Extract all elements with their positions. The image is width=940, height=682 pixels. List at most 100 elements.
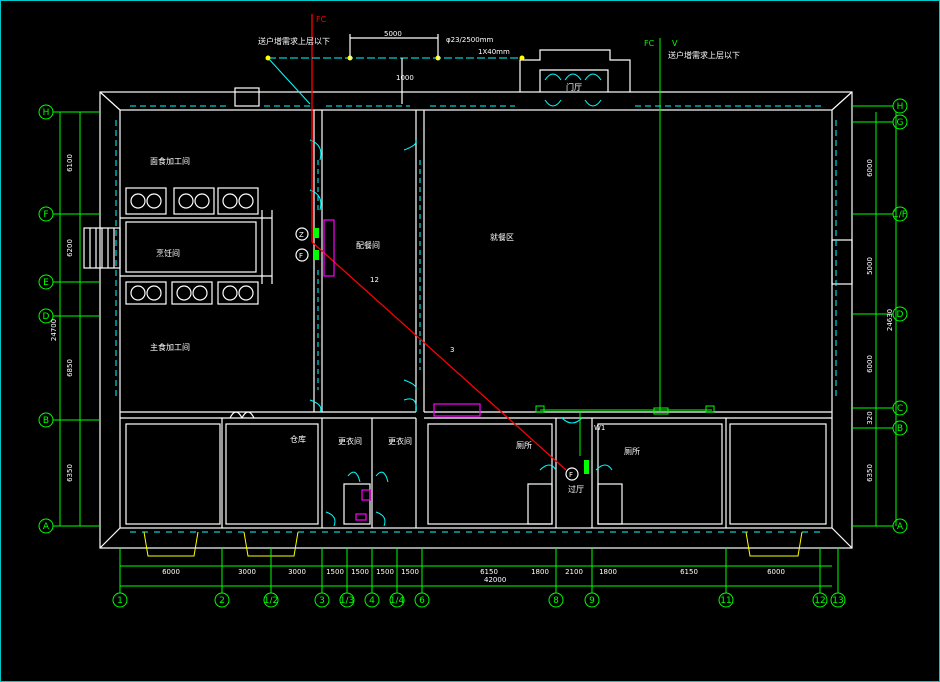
dim-left-0: 6100: [66, 154, 74, 172]
svg-text:C: C: [897, 404, 903, 414]
axis-bottom-1-0: 1: [112, 592, 128, 608]
axis-left-B: B: [38, 412, 54, 428]
meter-a: Z: [299, 231, 304, 239]
meter-b: F: [299, 252, 303, 260]
dimension-lines: [59, 112, 897, 587]
axis-left-E: E: [38, 274, 54, 290]
room-cooking: 烹饪间: [156, 248, 180, 258]
dim-right-4: 320: [866, 411, 874, 424]
dim-left-4: 6350: [66, 464, 74, 482]
dim-bottom-11: 6150: [680, 568, 698, 576]
room-change-1: 更衣间: [338, 436, 362, 446]
svg-text:4: 4: [369, 596, 375, 606]
axis-bottom-11-10: 11: [718, 592, 734, 608]
appliances: [314, 219, 589, 521]
pipe-size: φ23/2500mm: [446, 36, 494, 44]
svg-text:D: D: [897, 310, 904, 320]
dim-bottom-4: 1500: [351, 568, 369, 576]
w1-label: W1: [594, 424, 605, 432]
svg-text:11: 11: [720, 596, 731, 606]
room-dining: 就餐区: [490, 232, 514, 242]
dim-right-5: 6350: [866, 464, 874, 482]
dim-bottom-2: 3000: [288, 568, 306, 576]
room-storage: 仓库: [290, 434, 306, 444]
axis-bottom-1-4-6: 1/4: [389, 592, 405, 608]
axis-left-F: F: [38, 206, 54, 222]
dim-bottom-7: 6150: [480, 568, 498, 576]
dim-bottom-6: 1500: [401, 568, 419, 576]
axis-bottom-9-9: 9: [584, 592, 600, 608]
room-toilet-2: 厕所: [624, 446, 640, 456]
outer-walls: [99, 91, 853, 549]
svg-text:F: F: [43, 210, 48, 220]
axis-right-A-6: A: [892, 518, 908, 534]
svg-text:H: H: [897, 102, 904, 112]
dim-5000: 5000: [384, 30, 402, 38]
dim-bottom-1: 3000: [238, 568, 256, 576]
axis-right-B-5: B: [892, 420, 908, 436]
gas-pipe: [311, 14, 567, 471]
room-prep: 配餐间: [356, 241, 380, 250]
room-corridor: 过厅: [568, 484, 584, 494]
dim-left-1: 6200: [66, 239, 74, 257]
pipe-size-2: 1X40mm: [478, 48, 510, 56]
pipe-mark-2: 3: [450, 346, 454, 354]
axis-bottom-8-8: 8: [548, 592, 564, 608]
dim-bottom-5: 1500: [376, 568, 394, 576]
svg-text:A: A: [897, 522, 904, 532]
dim-left-3: 6850: [66, 359, 74, 377]
supply-line: [535, 38, 715, 456]
svg-text:9: 9: [589, 596, 595, 606]
dim-bottom-0: 6000: [162, 568, 180, 576]
dim-right-1: 5000: [866, 257, 874, 275]
axis-bottom-12-11: 12: [812, 592, 828, 608]
svg-text:A: A: [43, 522, 50, 532]
axis-right-H-0: H: [892, 98, 908, 114]
axis-bottom-1-2-2: 1/2: [263, 592, 279, 608]
meter-c: F: [569, 471, 573, 479]
axis-bottom-3-3: 3: [314, 592, 330, 608]
room-entry: 门厅: [566, 82, 582, 92]
room-staple: 主食加工间: [150, 342, 190, 352]
axis-bottom-2-1: 2: [214, 592, 230, 608]
axis-bottom-6-7: 6: [414, 592, 430, 608]
svg-text:B: B: [43, 416, 49, 426]
room-change-2: 更衣间: [388, 436, 412, 446]
axis-left-H: H: [38, 104, 54, 120]
dim-total: 42000: [484, 576, 506, 584]
fc-right: FC: [644, 39, 655, 48]
dim-bottom-9: 2100: [565, 568, 583, 576]
dim-left-2: 24700: [50, 319, 58, 341]
svg-text:6: 6: [419, 596, 425, 606]
axis-bottom-4-5: 4: [364, 592, 380, 608]
dim-right-2: 24630: [886, 309, 894, 331]
svg-text:12: 12: [814, 596, 825, 606]
svg-text:3: 3: [319, 596, 325, 606]
dim-bottom-10: 1800: [599, 568, 617, 576]
svg-text:D: D: [43, 312, 50, 322]
axis-right-G-1: G: [892, 114, 908, 130]
svg-text:G: G: [897, 118, 904, 128]
axis-right-D-3: D: [892, 306, 908, 322]
svg-text:8: 8: [553, 596, 559, 606]
dim-right-3: 6000: [866, 355, 874, 373]
dim-bottom-3: 1500: [326, 568, 344, 576]
svg-text:1/F: 1/F: [893, 210, 907, 220]
left-stair: [83, 227, 121, 269]
entrance-steps: [143, 531, 803, 557]
kitchen-equipment: [125, 187, 259, 305]
doors: [229, 139, 613, 527]
svg-text:2: 2: [219, 596, 225, 606]
entrance-hall: [234, 49, 631, 107]
svg-text:1: 1: [117, 596, 123, 606]
svg-text:1/4: 1/4: [390, 596, 405, 606]
v-mark: V: [672, 39, 678, 48]
axis-right-C-4: C: [892, 400, 908, 416]
svg-text:13: 13: [832, 596, 843, 606]
text-labels: FC FC V 送户增需求上层以下 送户增需求上层以下 φ23/2500mm 1…: [150, 15, 740, 584]
note-left: 送户增需求上层以下: [258, 36, 330, 46]
svg-text:E: E: [43, 278, 49, 288]
room-toilet-1: 厕所: [516, 440, 532, 450]
